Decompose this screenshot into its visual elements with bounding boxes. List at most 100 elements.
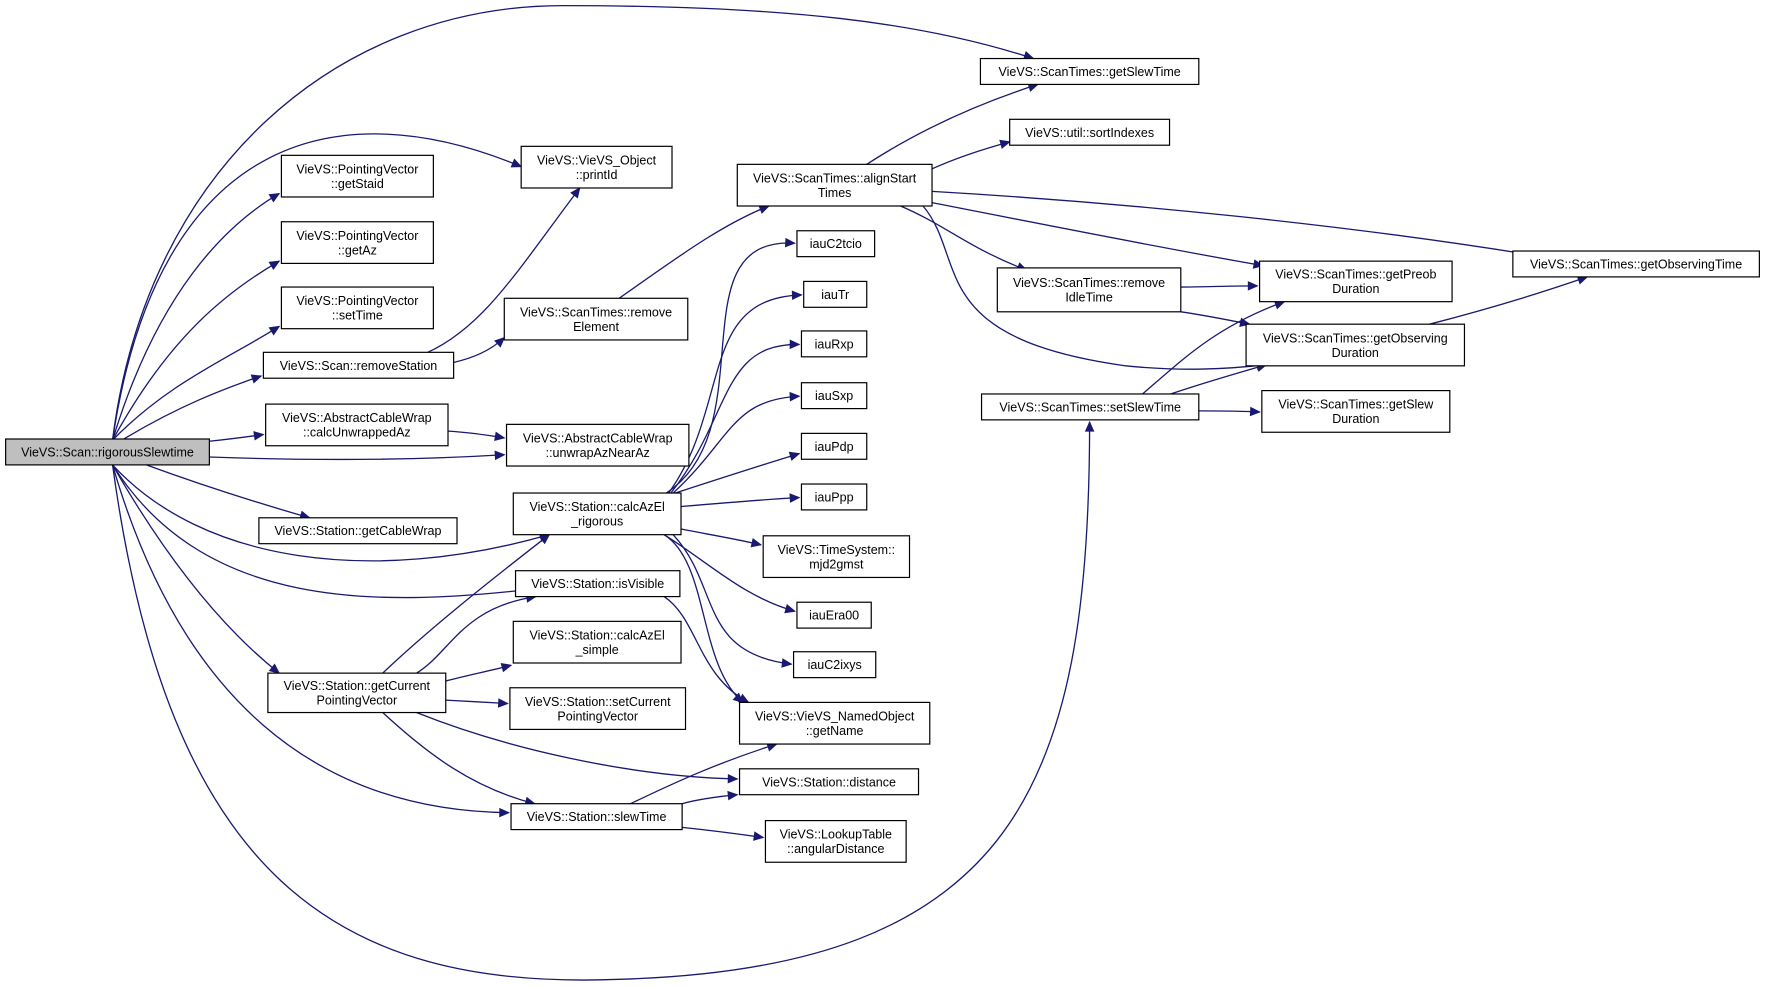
edge-setSlewTime-to-getPreobDuration (1142, 300, 1286, 395)
edge-alignStartTimes-to-removeIdleTime (900, 205, 1028, 272)
edge-setSlewTime-to-getSlewDuration (1198, 406, 1261, 417)
node-label-line: PointingVector (317, 694, 398, 708)
node-label-line: VieVS::ScanTimes::remove (520, 305, 672, 319)
node-box (762, 535, 911, 579)
node-label-line: Times (818, 186, 852, 200)
node-distance[interactable]: VieVS::Station::distance (738, 768, 920, 796)
edge-line (111, 464, 509, 814)
node-box (803, 280, 868, 308)
edge-line (445, 664, 512, 682)
edge-line (866, 83, 1039, 165)
node-mjd2gmst[interactable]: VieVS::TimeSystem::mjd2gmst (762, 535, 911, 579)
edge-line (630, 743, 777, 805)
node-label-line: VieVS::ScanTimes::alignStart (753, 171, 917, 185)
arrowhead (1249, 406, 1261, 417)
node-label-line: ::printId (576, 168, 618, 182)
edge-root-to-getCurrentPV (112, 464, 281, 674)
node-label-line: iauPpp (815, 490, 854, 504)
node-label-line: PointingVector (557, 709, 638, 723)
node-get-name[interactable]: VieVS::VieVS_NamedObject::getName (738, 701, 931, 745)
edge-line (672, 395, 800, 494)
edge-root-to-slewTime (111, 464, 511, 818)
node-box (792, 651, 877, 679)
node-get-slew-time[interactable]: VieVS::ScanTimes::getSlewTime (979, 57, 1200, 86)
node-iau-ppp[interactable]: iauPpp (800, 483, 868, 511)
node-label-line: VieVS::Station::distance (762, 775, 896, 789)
node-box (280, 286, 434, 330)
edge-line (416, 595, 536, 674)
node-sort-indexes[interactable]: VieVS::util::sortIndexes (1009, 118, 1171, 146)
edge-line (1170, 364, 1267, 395)
edge-removeElement-to-alignStartTimes (618, 205, 770, 299)
node-calc-az-el-simple[interactable]: VieVS::Station::calcAzEl_simple (512, 620, 682, 664)
node-print-id[interactable]: VieVS::VieVS_Object::printId (520, 145, 673, 189)
node-box (510, 803, 683, 831)
node-iau-c2tcio[interactable]: iauC2tcio (796, 230, 876, 258)
edge-line (931, 201, 1264, 267)
edge-slewTime-to-angularDistance (682, 826, 765, 841)
edge-removeStation-to-removeElement (453, 336, 506, 364)
edge-line (663, 596, 749, 703)
node-iau-c2ixys[interactable]: iauC2ixys (792, 651, 877, 679)
node-iau-sxp[interactable]: iauSxp (800, 382, 868, 410)
node-box (509, 687, 687, 731)
node-angular-distance[interactable]: VieVS::LookupTable::angularDistance (764, 819, 907, 863)
node-label-line: VieVS::Station::setCurrent (525, 695, 671, 709)
node-label-line: ::setTime (332, 309, 383, 323)
node-label-line: Duration (1332, 282, 1379, 296)
edge-line (416, 711, 738, 780)
edge-line (209, 454, 505, 461)
node-iau-tr[interactable]: iauTr (803, 280, 868, 308)
node-box (800, 483, 868, 511)
edge-calcAzElRigorous-to-iauEra00 (663, 534, 796, 614)
node-root[interactable]: VieVS::Scan::rigorousSlewtime (5, 438, 210, 466)
arrowhead (570, 186, 581, 199)
arrowhead (727, 790, 739, 801)
node-unwrap-az-near-az[interactable]: VieVS::AbstractCableWrap::unwrapAzNearAz (505, 423, 690, 467)
arrowhead (1247, 281, 1259, 291)
edge-calcAzElRigorous-to-iauPpp (680, 493, 801, 508)
edge-alignStartTimes-to-getPreobDuration (931, 201, 1265, 269)
arrowhead (250, 374, 263, 384)
node-set-slew-time[interactable]: VieVS::ScanTimes::setSlewTime (980, 393, 1200, 421)
node-label-line: VieVS::Scan::rigorousSlewtime (21, 445, 194, 459)
node-iau-pdp[interactable]: iauPdp (800, 432, 868, 460)
node-label-line: VieVS::TimeSystem:: (778, 543, 895, 557)
node-label-line: ::angularDistance (787, 842, 884, 856)
node-set-time[interactable]: VieVS::PointingVector::setTime (280, 286, 434, 330)
node-box (280, 221, 434, 264)
edge-line (666, 242, 795, 494)
arrowhead (494, 431, 506, 442)
node-iau-era00[interactable]: iauEra00 (796, 601, 872, 629)
node-get-staid[interactable]: VieVS::PointingVector::getStaid (280, 154, 434, 198)
arrowhead (500, 663, 513, 673)
node-remove-station[interactable]: VieVS::Scan::removeStation (262, 351, 455, 379)
node-calc-unwrapped-az[interactable]: VieVS::AbstractCableWrap::calcUnwrappedA… (265, 403, 449, 447)
edge-alignStartTimes-to-sortIndexes (931, 139, 1011, 170)
node-get-observing-time[interactable]: VieVS::ScanTimes::getObservingTime (1512, 250, 1760, 278)
node-box (262, 351, 455, 379)
node-calc-az-el-rigorous[interactable]: VieVS::Station::calcAzEl_rigorous (512, 492, 682, 536)
node-slew-time[interactable]: VieVS::Station::slewTime (510, 803, 683, 831)
node-get-cable-wrap[interactable]: VieVS::Station::getCableWrap (258, 517, 458, 545)
edge-line (922, 205, 1267, 370)
node-label-line: VieVS::ScanTimes::getObservingTime (1530, 257, 1742, 271)
edge-line (931, 141, 1010, 170)
node-box (505, 423, 690, 467)
arrowhead (788, 451, 801, 461)
node-iau-rxp[interactable]: iauRxp (800, 330, 868, 358)
node-get-az[interactable]: VieVS::PointingVector::getAz (280, 221, 434, 264)
node-label-line: VieVS::ScanTimes::getObserving (1263, 331, 1448, 345)
node-box (1258, 260, 1453, 303)
node-is-visible[interactable]: VieVS::Station::isVisible (514, 570, 681, 598)
node-label-line: VieVS::Station::calcAzEl (530, 628, 665, 642)
